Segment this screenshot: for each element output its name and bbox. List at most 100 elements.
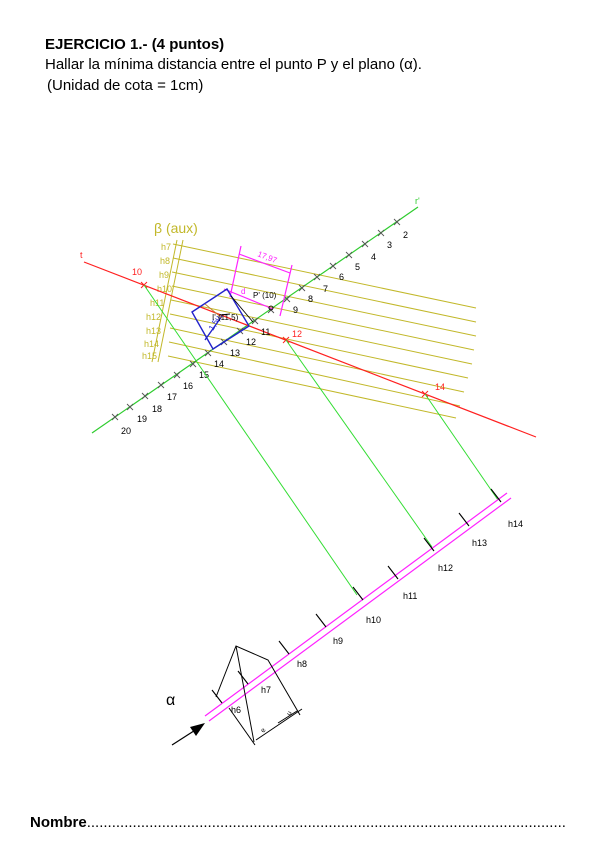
beta-h-label: h8 bbox=[160, 256, 170, 266]
helper-line bbox=[230, 295, 254, 323]
point-p-label: P' (10) bbox=[253, 291, 277, 300]
slope-dim-u bbox=[277, 710, 298, 724]
slope-perpendicular bbox=[235, 645, 255, 743]
r-num: 14 bbox=[214, 359, 224, 369]
r-num: 16 bbox=[183, 381, 193, 391]
alpha-h-label: h10 bbox=[366, 615, 381, 625]
alpha-h-label: h13 bbox=[472, 538, 487, 548]
beta-labels: β (aux) h7 h8 h9 h10 h11 h12 h13 h14 h15 bbox=[142, 220, 198, 361]
slope-base bbox=[255, 708, 303, 741]
line-t bbox=[83, 261, 537, 438]
r-num: 19 bbox=[137, 414, 147, 424]
r-num: 7 bbox=[323, 284, 328, 294]
beta-h11-line bbox=[170, 299, 473, 365]
r-num: 11 bbox=[261, 327, 270, 337]
slope-ext bbox=[228, 707, 256, 746]
slope-profile bbox=[215, 645, 301, 716]
beta-border-line bbox=[157, 239, 184, 363]
alpha-h-label: h14 bbox=[508, 519, 523, 529]
slope-construction bbox=[215, 645, 303, 746]
projection-lines bbox=[143, 284, 499, 596]
line-r-label: r' bbox=[415, 196, 420, 206]
dim-1797-line bbox=[238, 253, 291, 274]
alpha-h-label: h12 bbox=[438, 563, 453, 573]
projection-line-14 bbox=[424, 393, 499, 501]
alpha-h-label: h9 bbox=[333, 636, 343, 646]
blue-dim-line bbox=[204, 315, 223, 341]
alpha-trace bbox=[204, 492, 512, 722]
alpha-tick bbox=[458, 512, 470, 527]
alpha-tick bbox=[387, 565, 399, 580]
projection-line-10 bbox=[143, 284, 358, 596]
projection-line-12 bbox=[285, 339, 433, 548]
helper-line bbox=[219, 313, 231, 316]
beta-h-label: h15 bbox=[142, 351, 157, 361]
alpha-arrow-icon bbox=[171, 723, 205, 746]
alpha-h-label: h6 bbox=[231, 705, 241, 715]
name-field: Nombre..................................… bbox=[30, 814, 566, 831]
r-num: 13 bbox=[230, 348, 240, 358]
t-num: 10 bbox=[132, 267, 142, 277]
dim-1797-ext-right bbox=[279, 264, 293, 317]
alpha-line-2 bbox=[208, 497, 512, 722]
point-p-mark bbox=[268, 305, 274, 311]
beta-h8-line bbox=[172, 257, 477, 323]
r-num: 12 bbox=[246, 337, 256, 347]
beta-h-label: h9 bbox=[159, 270, 169, 280]
r-num: 2 bbox=[403, 230, 408, 240]
beta-h-label: h7 bbox=[161, 242, 171, 252]
alpha-h-label: h11 bbox=[403, 591, 417, 601]
beta-h-label: h14 bbox=[144, 339, 159, 349]
helper-lines bbox=[219, 295, 254, 323]
dim-e-label: e bbox=[260, 727, 268, 734]
beta-horizontals bbox=[151, 239, 477, 419]
exercise-statement: Hallar la mínima distancia entre el punt… bbox=[45, 56, 422, 73]
line-r bbox=[91, 206, 419, 434]
beta-h-label: h10 bbox=[157, 284, 172, 294]
dim-d-label: d bbox=[241, 287, 245, 296]
alpha-tick bbox=[352, 586, 364, 601]
alpha-tick bbox=[211, 689, 223, 704]
line-t-label: t bbox=[80, 250, 83, 260]
beta-h-label: h11 bbox=[150, 298, 164, 308]
magenta-construction bbox=[223, 245, 293, 317]
alpha-tick bbox=[278, 640, 290, 655]
r-num: 6 bbox=[339, 272, 344, 282]
beta-aux-label: β (aux) bbox=[154, 220, 198, 236]
t-num: 12 bbox=[292, 329, 302, 339]
point-i-label: I' (11,5) bbox=[212, 313, 239, 322]
r-num: 3 bbox=[387, 240, 392, 250]
beta-h15-line bbox=[167, 355, 457, 419]
brown-helper-line bbox=[204, 303, 223, 319]
r-numbers: 2 3 4 5 6 7 8 9 11 12 13 14 15 16 17 18 … bbox=[121, 230, 408, 436]
r-num: 17 bbox=[167, 392, 177, 402]
brown-helper bbox=[204, 303, 223, 319]
beta-h14-line bbox=[168, 341, 461, 407]
alpha-tick bbox=[490, 488, 502, 503]
r-graduations bbox=[111, 218, 401, 421]
dim-1797-label: 17,97 bbox=[256, 249, 278, 265]
alpha-ticks bbox=[211, 488, 502, 704]
name-label: Nombre bbox=[30, 814, 87, 831]
dim-u-label: u bbox=[286, 710, 294, 717]
exercise-title: EJERCICIO 1.- (4 puntos) bbox=[45, 36, 225, 53]
beta-h7-line bbox=[172, 243, 477, 309]
beta-h-label: h13 bbox=[146, 326, 161, 336]
alpha-symbol: α bbox=[166, 692, 175, 709]
beta-h9-line bbox=[171, 271, 477, 337]
t-num: 14 bbox=[435, 382, 445, 392]
r-num: 20 bbox=[121, 426, 131, 436]
beta-h12-line bbox=[169, 313, 469, 379]
r-num: 4 bbox=[371, 252, 376, 262]
r-num: 15 bbox=[199, 370, 209, 380]
r-num: 9 bbox=[293, 305, 298, 315]
alpha-tick bbox=[423, 537, 435, 552]
alpha-line-1 bbox=[204, 492, 508, 717]
t-numbers: 10 12 14 bbox=[132, 267, 445, 392]
r-num: 18 bbox=[152, 404, 162, 414]
beta-h10-line bbox=[171, 285, 475, 351]
alpha-labels: h6 h7 h8 h9 h10 h11 h12 h13 h14 bbox=[231, 519, 523, 715]
r-num: 8 bbox=[308, 294, 313, 304]
